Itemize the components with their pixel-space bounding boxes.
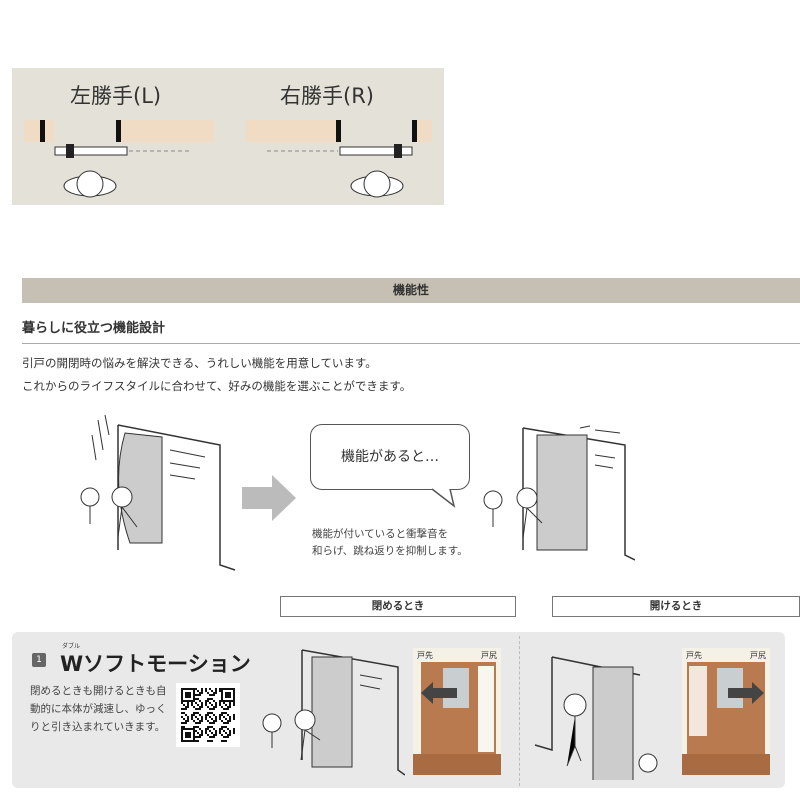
qr-code[interactable] (176, 683, 240, 747)
door-photo-closing: 戸先 戸尻 (413, 648, 501, 775)
opening-illustration (534, 656, 658, 780)
opening-label: 開けるとき (552, 596, 800, 617)
bubble-tail (431, 488, 456, 508)
closing-label: 閉めるとき (280, 596, 516, 617)
caption-line: 和らげ、跳ね返りを抑制します。 (312, 545, 468, 557)
door-tip-label: 戸先 (686, 651, 702, 660)
door-tail-label: 戸尻 (750, 651, 766, 660)
left-hand-label: 左勝手(L) (70, 84, 162, 108)
intro-line: これからのライフスタイルに合わせて、好みの機能を選ぶことができます。 (22, 379, 412, 393)
handedness-diagram: 左勝手(L) 右勝手(R) (12, 68, 444, 205)
feature-ruby: ダブル (62, 643, 81, 650)
arrow-right-icon (728, 682, 764, 704)
arrow-right-icon (242, 475, 296, 521)
feature-description: 閉めるときも開けるときも自 (30, 685, 167, 697)
feature-title: Wソフトモーション (60, 652, 251, 676)
door-plan-icon (24, 120, 432, 198)
section-header: 機能性 (22, 278, 800, 303)
feature-number-badge: 1 (32, 653, 46, 667)
closing-illustration (262, 649, 405, 776)
soft-close-illustration (483, 425, 635, 561)
subtitle: 暮らしに役立つ機能設計 (22, 321, 166, 336)
divider (22, 343, 800, 344)
arrow-left-icon (421, 682, 457, 704)
door-tail-label: 戸尻 (481, 651, 497, 660)
right-hand-label: 右勝手(R) (280, 84, 374, 108)
caption-line: 機能が付いていると衝撃音を (312, 528, 449, 540)
door-slam-illustration (80, 414, 236, 571)
qr-code-icon (181, 688, 235, 742)
feature-description: 動的に本体が減速し、ゆっく (30, 703, 167, 715)
panel-divider (519, 636, 520, 786)
feature-description: りと引き込まれていきます。 (30, 721, 166, 733)
door-photo-opening: 戸先 戸尻 (682, 648, 770, 775)
speech-bubble: 機能があると… (310, 424, 470, 490)
door-tip-label: 戸先 (417, 651, 433, 660)
intro-line: 引戸の開閉時の悩みを解決できる、うれしい機能を用意しています。 (22, 356, 377, 370)
